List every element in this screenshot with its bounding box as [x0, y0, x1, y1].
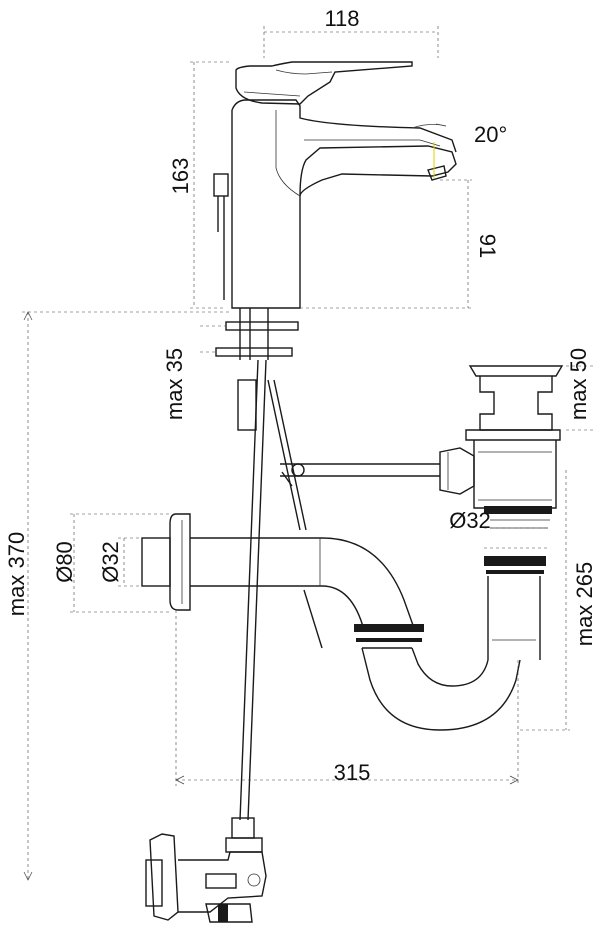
dim-label-max-370: max 370 — [4, 532, 29, 616]
dimension-lines — [22, 26, 594, 881]
dim-label-315: 315 — [334, 760, 371, 785]
dim-label-163: 163 — [168, 158, 193, 195]
dim-label-dia-32-left: Ø32 — [98, 541, 123, 583]
dim-label-91: 91 — [475, 234, 500, 258]
dim-label-max-50: max 50 — [566, 348, 591, 420]
angle-valve — [145, 817, 267, 923]
dim-label-max-35: max 35 — [162, 348, 187, 420]
faucet — [213, 61, 457, 431]
dim-label-max-265: max 265 — [572, 562, 597, 646]
siphon-trap — [141, 513, 548, 731]
supply-hose — [239, 359, 323, 821]
dim-label-dia-32-right: Ø32 — [449, 508, 491, 533]
dim-label-dia-80: Ø80 — [52, 541, 77, 583]
dim-label-angle: 20° — [474, 122, 507, 147]
dim-label-118: 118 — [324, 6, 359, 31]
waste-valve — [280, 365, 564, 521]
